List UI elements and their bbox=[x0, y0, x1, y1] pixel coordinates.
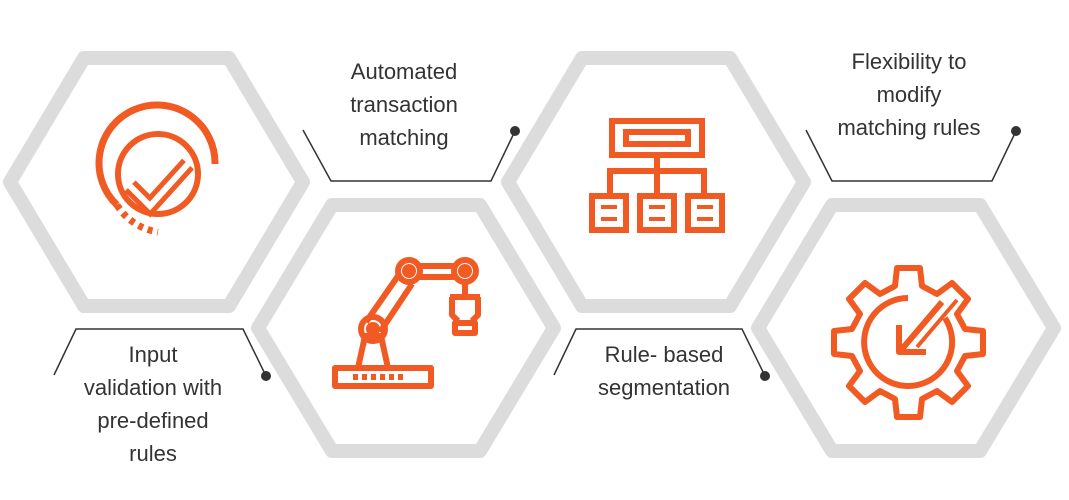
feature-label-automated-matching: Automated transaction matching bbox=[304, 55, 504, 154]
feature-label-line: matching rules bbox=[837, 115, 981, 140]
robot-arm-icon bbox=[332, 257, 481, 389]
hierarchy-icon bbox=[589, 118, 725, 233]
connector-4 bbox=[805, 129, 1017, 182]
feature-label-line: rules bbox=[129, 441, 177, 466]
connector-dot-2 bbox=[510, 126, 520, 136]
connector-3 bbox=[553, 328, 766, 377]
connector-dots bbox=[261, 126, 1021, 381]
check-circle-icon bbox=[95, 101, 219, 236]
connector-dot-1 bbox=[261, 371, 271, 381]
hexagon-4 bbox=[751, 198, 1061, 458]
connector-1 bbox=[53, 328, 267, 377]
feature-label-line: validation with bbox=[83, 375, 223, 400]
connectors bbox=[53, 129, 1017, 377]
feature-label-line: Input bbox=[128, 342, 178, 367]
hexagon-2 bbox=[251, 198, 561, 458]
feature-label-line: segmentation bbox=[597, 375, 731, 400]
feature-label-input-validation: Input validation with pre-defined rules bbox=[55, 338, 251, 470]
feature-label-line: modify bbox=[876, 82, 942, 107]
hexagon-1 bbox=[3, 51, 310, 313]
hexagon-outlines bbox=[3, 51, 1061, 458]
connector-dot-3 bbox=[760, 371, 770, 381]
gear-icon bbox=[831, 265, 986, 420]
feature-label-line: Automated bbox=[350, 59, 458, 84]
feature-label-line: pre-defined bbox=[97, 408, 209, 433]
connector-2 bbox=[302, 129, 516, 182]
feature-label-flexibility: Flexibility to modify matching rules bbox=[806, 45, 1012, 144]
feature-label-rule-based-segmentation: Rule- based segmentation bbox=[564, 338, 764, 404]
feature-label-line: transaction bbox=[350, 92, 458, 117]
feature-label-line: Rule- based bbox=[604, 342, 724, 367]
feature-label-line: Flexibility to bbox=[851, 49, 967, 74]
hexagon-3 bbox=[501, 51, 811, 313]
connector-dot-4 bbox=[1011, 126, 1021, 136]
feature-label-line: matching bbox=[359, 125, 449, 150]
